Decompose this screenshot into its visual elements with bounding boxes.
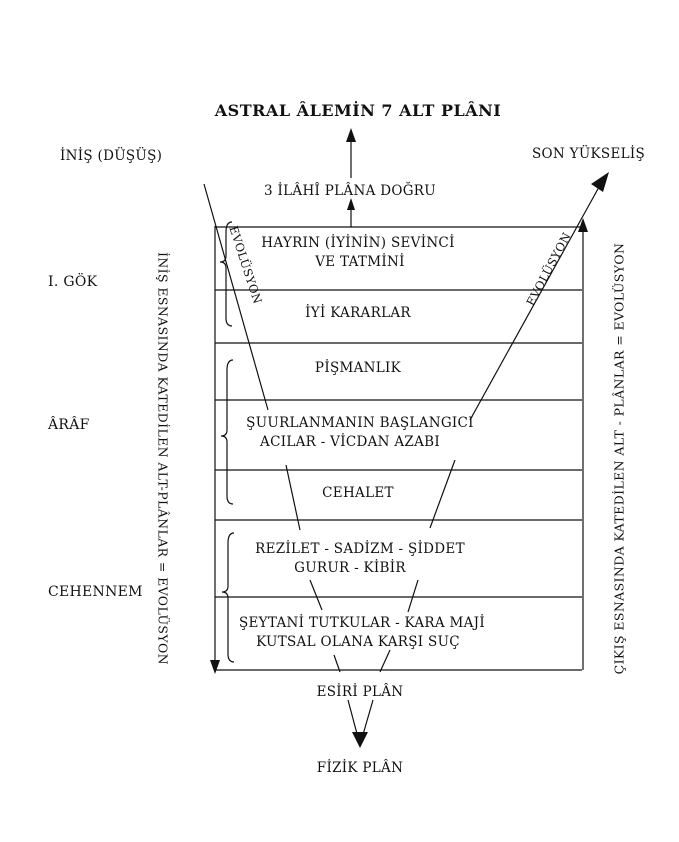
right-vertical-arrowhead [578,218,588,232]
ascent-arrowhead [591,172,609,192]
ascent-line [429,459,456,529]
left-vertical-arrowhead [210,660,220,674]
brace [221,532,235,663]
right-vertical-label: ÇIKIŞ ESNASINDA KATEDİLEN ALT - PLÂNLAR … [611,242,627,675]
descent-line [203,183,269,411]
descent-line [333,654,341,673]
plane-1-line-2: VE TATMİNİ [315,254,405,270]
plane-4-line-2: ACILAR - VİCDAN AZABI [260,434,440,450]
final-ascent-label: SON YÜKSELİŞ [532,146,646,162]
descent-line [285,464,301,531]
ascent-line [379,649,391,673]
plane-3-label: PİŞMANLIK [314,360,402,376]
left-vertical-label: İNİŞ ESNASINDA KATEDİLEN ALT-PLÂNLAR = E… [155,251,171,666]
etheric-plane-label: ESİRİ PLÂN [316,684,404,700]
toward-divine-label: 3 İLÂHÎ PLÂNA DOĞRU [264,183,436,199]
plane-7-line-2: KUTSAL OLANA KARŞI SUÇ [256,634,460,650]
plane-6-line-1: REZİLET - SADİZM - ŞİDDET [255,541,465,557]
diagram-title: ASTRAL ÂLEMİN 7 ALT PLÂNI [214,101,502,120]
region-label-araf: ÂRÂF [48,417,90,433]
divine-arrowhead [347,198,355,210]
title-arrowhead [346,128,356,142]
ascent-line [469,177,605,421]
plane-4-line-1: ŞUURLANMANIN BAŞLANGICI [246,415,474,431]
physical-plane-label: FİZİK PLÂN [316,760,404,776]
plane-7-line-1: ŞEYTANİ TUTKULAR - KARA MAJİ [238,615,486,631]
plane-6-line-2: GURUR - KİBİR [294,560,406,576]
descent-line [309,579,323,611]
plane-2-label: İYİ KARARLAR [305,305,411,321]
region-label-gok: I. GÖK [48,274,98,290]
ascent-line [407,579,419,613]
plane-1-line-1: HAYRIN (İYİNİN) SEVİNCİ [261,235,455,251]
plane-5-label: CEHALET [322,485,394,501]
descent-label: İNİŞ (DÜŞÜŞ) [60,148,163,164]
physical-arrowhead [352,732,368,748]
region-label-cehennem: CEHENNEM [48,584,143,600]
brace [219,221,233,327]
brace [220,359,234,505]
